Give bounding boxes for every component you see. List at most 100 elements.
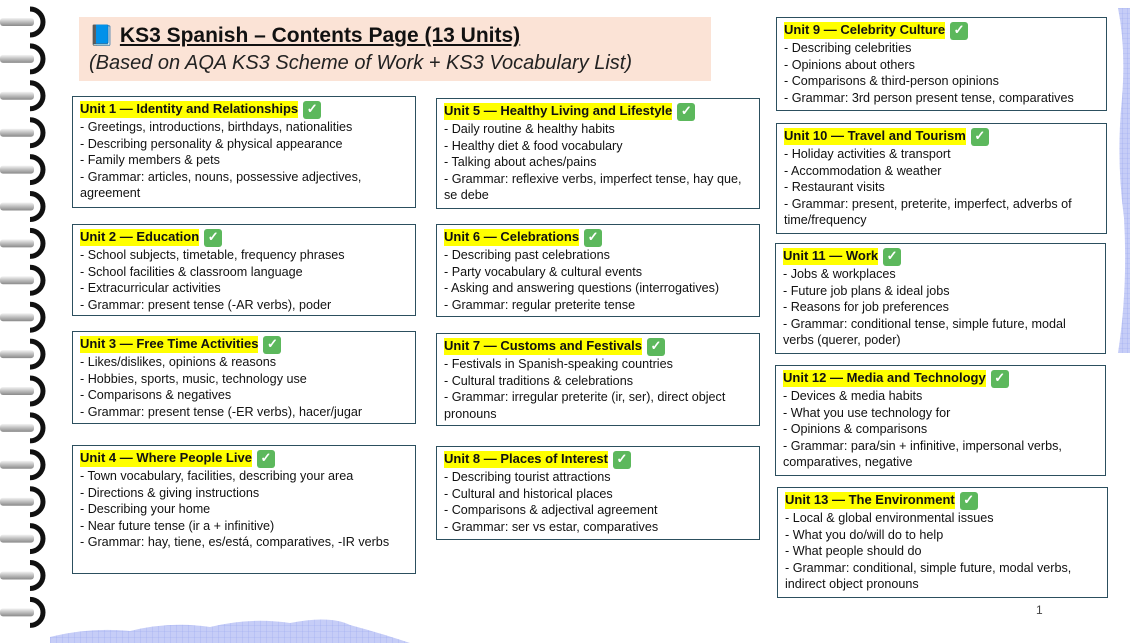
unit-topic-item: - Grammar: 3rd person present tense, com…: [784, 90, 1074, 105]
unit-title: Unit 7 — Customs and Festivals: [444, 338, 642, 355]
unit-title: Unit 12 — Media and Technology: [783, 370, 986, 387]
unit-heading: Unit 9 — Celebrity Culture✓: [784, 21, 1099, 40]
unit-topic-item: - Grammar: irregular preterite (ir, ser)…: [444, 390, 726, 421]
unit-topic-item: - Local & global environmental issues: [785, 511, 994, 525]
book-icon: 📘: [89, 25, 114, 47]
page-number: 1: [1036, 603, 1043, 617]
check-mark-icon: ✓: [303, 100, 322, 119]
unit-topic-item: - Family members & pets: [80, 153, 220, 168]
unit-title: Unit 11 — Work: [783, 248, 879, 265]
unit-topic-item: - Directions & giving instructions: [80, 485, 260, 500]
unit-topic-item: - Grammar: reflexive verbs, imperfect te…: [444, 171, 742, 203]
unit-topic-item: - Grammar: present tense (-ER verbs), ha…: [80, 404, 363, 419]
unit-heading: Unit 11 — Work✓: [783, 247, 1098, 266]
unit-heading: Unit 2 — Education✓: [80, 228, 408, 247]
unit-7-box: Unit 7 — Customs and Festivals✓- Festiva…: [436, 333, 760, 426]
unit-topic-item: - Describing celebrities: [784, 41, 912, 55]
check-mark-icon: ✓: [584, 228, 603, 247]
unit-2-box: Unit 2 — Education✓- School subjects, ti…: [72, 224, 416, 316]
unit-topic-item: - Grammar: conditional tense, simple fut…: [783, 316, 1066, 348]
check-mark-icon: ✓: [959, 491, 978, 510]
unit-topic-item: - Grammar: articles, nouns, possessive a…: [80, 169, 362, 201]
unit-topic-item: - Festivals in Spanish-speaking countrie…: [444, 357, 673, 371]
unit-5-box: Unit 5 — Healthy Living and Lifestyle✓- …: [436, 98, 760, 209]
unit-6-box: Unit 6 — Celebrations✓- Describing past …: [436, 224, 760, 317]
unit-13-box: Unit 13 — The Environment✓- Local & glob…: [777, 487, 1108, 598]
check-mark-icon: ✓: [613, 450, 631, 469]
decorative-grid-strip: [1118, 8, 1130, 353]
unit-topic-item: - What people should do: [785, 544, 922, 559]
unit-topic-item: - Near future tense (ir a + infinitive): [80, 518, 275, 533]
unit-title: Unit 4 — Where People Live: [80, 450, 252, 467]
unit-topic-item: - Grammar: present tense (-AR verbs), po…: [80, 297, 332, 312]
unit-title: Unit 3 — Free Time Activities: [80, 336, 259, 353]
page-subtitle: (Based on AQA KS3 Scheme of Work + KS3 V…: [89, 52, 633, 74]
decorative-grid-wave: [50, 619, 410, 643]
unit-title: Unit 2 — Education: [80, 229, 200, 246]
unit-4-box: Unit 4 — Where People Live✓- Town vocabu…: [72, 445, 416, 574]
check-mark-icon: ✓: [990, 369, 1009, 388]
unit-heading: Unit 12 — Media and Technology✓: [783, 369, 1098, 388]
unit-topic-item: - Describing tourist attractions: [444, 470, 611, 484]
unit-topic-item: - Reasons for job preferences: [783, 300, 949, 315]
title-box: 📘KS3 Spanish – Contents Page (13 Units) …: [79, 17, 711, 81]
check-mark-icon: ✓: [677, 102, 696, 121]
unit-heading: Unit 7 — Customs and Festivals✓: [444, 337, 752, 356]
unit-topic-item: - Opinions about others: [784, 57, 915, 72]
check-mark-icon: ✓: [646, 337, 665, 356]
check-mark-icon: ✓: [950, 21, 969, 40]
unit-heading: Unit 1 — Identity and Relationships✓: [80, 100, 408, 119]
unit-3-box: Unit 3 — Free Time Activities✓- Likes/di…: [72, 331, 416, 424]
unit-topic-item: - Cultural and historical places: [444, 486, 613, 501]
spiral-binding: [0, 6, 46, 628]
unit-topic-item: - Describing your home: [80, 502, 211, 517]
unit-topic-item: - Daily routine & healthy habits: [444, 122, 615, 136]
unit-topic-item: - Describing personality & physical appe…: [80, 136, 343, 151]
unit-topic-item: - Grammar: para/sin + infinitive, impers…: [783, 438, 1062, 470]
unit-topic-item: - What you use technology for: [783, 405, 951, 420]
unit-topic-item: - Comparisons & adjectival agreement: [444, 503, 658, 518]
unit-topic-item: - School subjects, timetable, frequency …: [80, 248, 345, 262]
unit-heading: Unit 13 — The Environment✓: [785, 491, 1100, 510]
unit-topic-item: - Comparisons & third-person opinions: [784, 74, 999, 89]
unit-topic-item: - What you do/will do to help: [785, 527, 944, 542]
unit-topic-item: - Town vocabulary, facilities, describin…: [80, 469, 354, 483]
page-title-text: KS3 Spanish – Contents Page (13 Units): [119, 24, 521, 47]
unit-topic-item: - Opinions & comparisons: [783, 422, 928, 437]
unit-title: Unit 9 — Celebrity Culture: [784, 22, 946, 39]
check-mark-icon: ✓: [970, 127, 989, 146]
unit-topic-item: - Extracurricular activities: [80, 281, 221, 296]
unit-topic-item: - Describing past celebrations: [444, 248, 610, 262]
unit-topic-item: - Hobbies, sports, music, technology use: [80, 371, 307, 386]
unit-title: Unit 1 — Identity and Relationships: [80, 101, 299, 118]
unit-topic-item: - Comparisons & negatives: [80, 388, 232, 403]
unit-topic-item: - Greetings, introductions, birthdays, n…: [80, 120, 353, 134]
unit-topic-item: - Grammar: hay, tiene, es/está, comparat…: [80, 535, 390, 550]
unit-title: Unit 10 — Travel and Tourism: [784, 128, 966, 145]
unit-topic-item: - Accommodation & weather: [784, 163, 942, 178]
unit-topic-item: - Asking and answering questions (interr…: [444, 281, 720, 296]
unit-title: Unit 5 — Healthy Living and Lifestyle: [444, 103, 673, 120]
unit-11-box: Unit 11 — Work✓- Jobs & workplaces- Futu…: [775, 243, 1106, 354]
unit-title: Unit 6 — Celebrations: [444, 229, 580, 246]
unit-topic-item: - Devices & media habits: [783, 389, 923, 403]
unit-1-box: Unit 1 — Identity and Relationships✓- Gr…: [72, 96, 416, 208]
unit-heading: Unit 3 — Free Time Activities✓: [80, 335, 408, 354]
unit-title: Unit 8 — Places of Interest: [444, 451, 608, 468]
unit-topic-item: - Restaurant visits: [784, 180, 885, 195]
unit-topic-item: - Healthy diet & food vocabulary: [444, 138, 623, 153]
unit-heading: Unit 5 — Healthy Living and Lifestyle✓: [444, 102, 752, 121]
unit-8-box: Unit 8 — Places of Interest ✓- Describing…: [436, 446, 760, 540]
unit-topic-item: - Future job plans & ideal jobs: [783, 283, 950, 298]
check-mark-icon: ✓: [263, 335, 282, 354]
unit-topic-item: - Cultural traditions & celebrations: [444, 373, 633, 388]
unit-heading: Unit 6 — Celebrations✓: [444, 228, 752, 247]
unit-heading: Unit 4 — Where People Live✓: [80, 449, 408, 468]
unit-12-box: Unit 12 — Media and Technology✓- Devices…: [775, 365, 1106, 476]
unit-topic-item: - Grammar: conditional, simple future, m…: [785, 560, 1072, 592]
unit-9-box: Unit 9 — Celebrity Culture✓- Describing …: [776, 17, 1107, 111]
unit-topic-item: - Holiday activities & transport: [784, 147, 951, 161]
page-title: 📘KS3 Spanish – Contents Page (13 Units): [89, 23, 701, 49]
unit-topic-item: - Grammar: present, preterite, imperfect…: [784, 196, 1072, 228]
